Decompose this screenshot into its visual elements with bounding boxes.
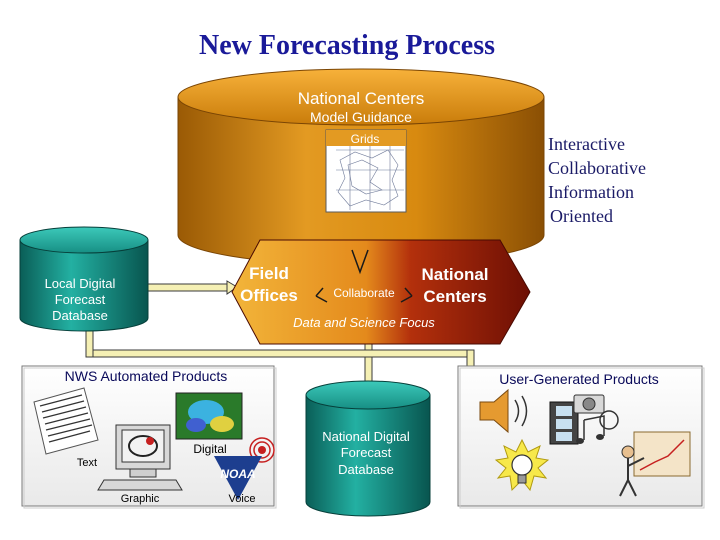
field-offices-line1: Field [249,264,289,283]
text-product-label: Text [77,457,97,469]
national-centers-database: National Centers Model Guidance Grids [177,68,545,266]
local-digital-forecast-database: Local Digital Forecast Database [19,226,149,332]
collaborate-left-arrow-icon [315,287,328,303]
bullet-item: Oriented [550,206,613,226]
voice-product-label: Voice [229,493,256,505]
ndfd-line1: National Digital [322,429,410,444]
digital-radar-map-icon [175,392,243,440]
user-products-title: User-Generated Products [499,371,659,387]
text-document-icon [33,387,99,455]
speaker-icon [479,388,528,434]
voice-broadcast-icon [249,437,275,463]
grids-down-arrow-icon [351,249,369,275]
connector-local-to-field [144,283,228,292]
user-generated-products-panel: User-Generated Products [457,365,705,509]
model-guidance-label: Model Guidance [310,109,412,125]
local-db-line3: Database [52,308,108,323]
nws-products-title: NWS Automated Products [65,368,228,384]
collaborate-label: Collaborate [333,286,395,300]
ndfd-line2: Forecast [341,445,392,460]
music-notes-icon [573,394,619,444]
page-title: New Forecasting Process [199,30,495,61]
field-offices-hexagon: Field Offices Collaborate National Cente… [231,239,531,345]
svg-text:NOAA: NOAA [220,467,255,481]
nws-automated-products-panel: NWS Automated Products Text Graphic [21,365,277,509]
presenter-chart-icon [619,431,691,497]
national-centers-title: National Centers [298,89,425,108]
grids-label: Grids [351,132,380,146]
local-db-line2: Forecast [55,292,106,307]
local-db-line1: Local Digital [45,276,116,291]
connector-to-user-products [466,349,475,367]
ndfd-line3: Database [338,462,394,477]
graphic-product-label: Graphic [121,493,160,505]
collaborate-right-arrow-icon [400,287,413,303]
digital-product-label: Digital [193,442,226,456]
connector-horizontal-bar [85,349,475,358]
hex-national-line2: Centers [423,287,486,306]
noaa-logo-icon: NOAA [214,456,262,500]
hex-national-line1: National [421,265,488,284]
national-digital-forecast-database: National Digital Forecast Database [305,380,431,517]
grids-map-image [325,129,407,213]
data-science-focus-label: Data and Science Focus [293,315,435,330]
computer-graphic-icon [97,424,183,491]
lightbulb-idea-icon [494,438,550,492]
field-offices-line2: Offices [240,286,298,305]
film-strip-icon [549,401,579,445]
